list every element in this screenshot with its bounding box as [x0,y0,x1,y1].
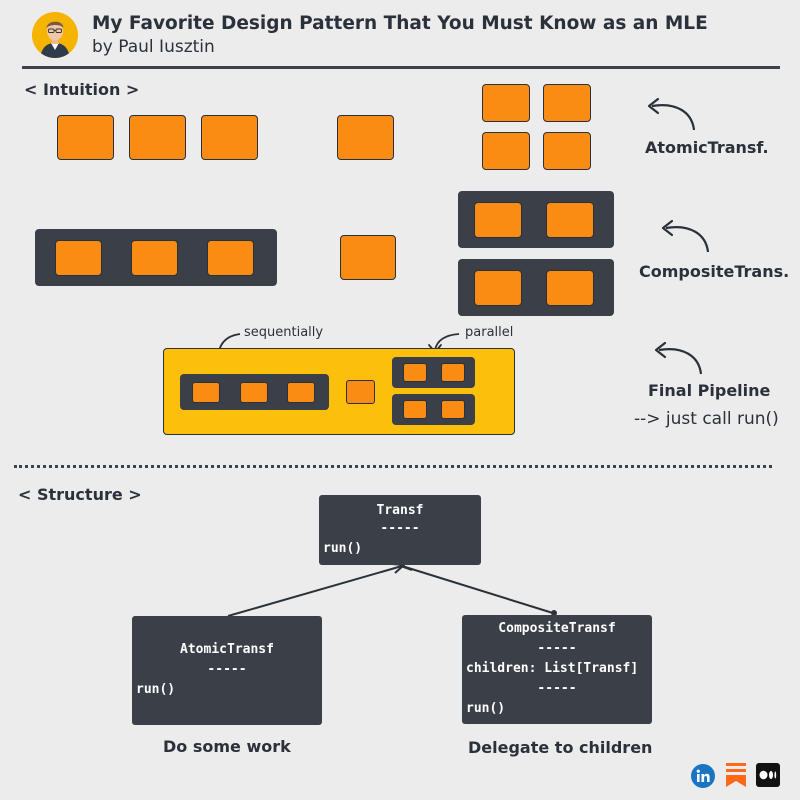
atomic-transf-caption: Do some work [163,737,291,756]
parallel-note: parallel [465,325,513,340]
composite-transf-class-box: CompositeTransf ----- children: List[Tra… [462,615,652,724]
atomic-block [192,382,220,403]
atomic-block [441,363,465,382]
atomic-block [474,270,522,306]
structure-section-label: < Structure > [18,485,142,504]
page-title: My Favorite Design Pattern That You Must… [92,13,708,34]
composite-transf-run-method: run() [466,701,505,716]
transf-run-method: run() [323,541,362,556]
atomic-block [482,84,530,122]
atomic-transf-run-method: run() [136,682,175,697]
author-byline: by Paul Iusztin [92,37,215,57]
substack-icon[interactable] [724,762,748,786]
header-divider [22,66,780,69]
atomic-transf-separator: ----- [132,662,322,677]
final-pipeline-label: Final Pipeline [648,381,770,400]
composite-transf-children-attr: children: List[Transf] [466,661,638,676]
transf-separator: ----- [319,521,481,536]
linkedin-icon[interactable] [691,764,715,788]
atomic-block [201,115,258,160]
transf-class-name: Transf [319,503,481,518]
composite-transf-caption: Delegate to children [468,738,652,757]
atomic-block [482,132,530,170]
atomic-block [129,115,186,160]
composite-transf-separator-2: ----- [462,681,652,696]
atomic-block [546,202,594,238]
author-avatar [32,12,78,58]
curved-arrow-icon [654,218,714,258]
composite-trans-label: CompositeTrans. [639,262,789,281]
atomic-block [474,202,522,238]
transf-class-box: Transf ----- run() [319,495,481,565]
atomic-block [131,240,178,276]
atomic-block [346,380,375,404]
atomic-block [543,132,591,170]
atomic-block [403,363,427,382]
atomic-block [403,400,427,419]
sequentially-note: sequentially [244,325,323,340]
atomic-block [55,240,102,276]
medium-icon[interactable] [756,763,780,787]
section-divider [14,465,772,468]
atomic-block [340,235,396,280]
intuition-section-label: < Intuition > [24,80,139,99]
atomic-block [337,115,394,160]
atomic-block [207,240,254,276]
composite-transf-separator: ----- [462,641,652,656]
atomic-block [543,84,591,122]
curved-arrow-icon [647,340,707,380]
atomic-transf-class-name: AtomicTransf [132,642,322,657]
atomic-block [441,400,465,419]
atomic-transf-label: AtomicTransf. [645,138,769,157]
curved-arrow-icon [640,96,700,136]
final-pipeline-subtitle: --> just call run() [634,409,779,429]
composite-transf-class-name: CompositeTransf [462,621,652,636]
atomic-block [546,270,594,306]
atomic-block [287,382,315,403]
atomic-transf-class-box: AtomicTransf ----- run() [132,616,322,725]
atomic-block [240,382,268,403]
atomic-block [57,115,114,160]
